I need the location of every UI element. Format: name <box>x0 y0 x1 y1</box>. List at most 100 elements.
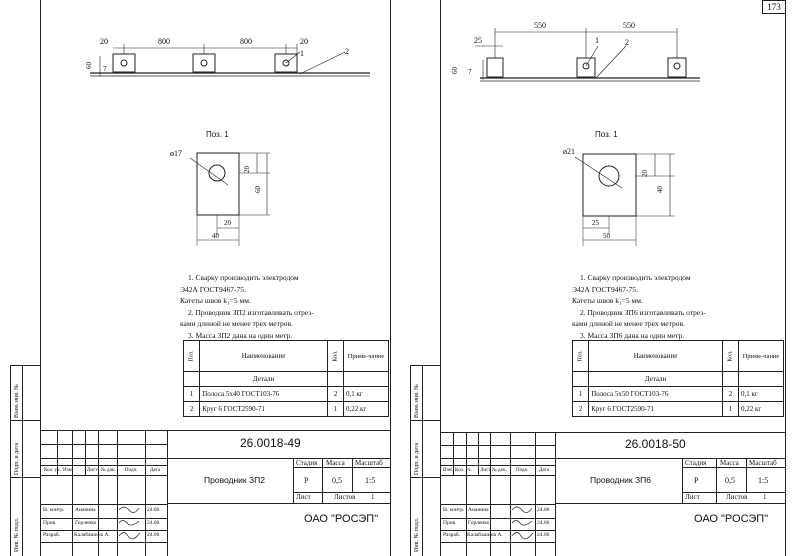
plate-dim-horizontal-small: 20 <box>224 219 231 227</box>
spec-cell-qty: 2 <box>326 386 345 402</box>
signer-name: Калабашина А. <box>74 532 110 538</box>
note-line: Э42А ГОСТ9467-75. <box>572 284 638 294</box>
rev-col-sign: Подп. <box>125 468 138 473</box>
drawing-title: Проводник ЗП6 <box>590 475 651 485</box>
organization-name: ОАО "РОСЭП" <box>694 513 769 525</box>
scale-label: Масштаб <box>749 459 777 467</box>
note-line: 2. Проводник ЗП6 изготавливать отрез- <box>580 307 706 317</box>
specification-table: Поз. Наименование Кол. Приме-чание Детал… <box>182 340 389 417</box>
mass-label: Масса <box>720 459 739 467</box>
rev-col-sheet: Лист <box>480 468 491 473</box>
signer-name: Горленко <box>468 520 490 526</box>
dim-top-2: 550 <box>534 21 546 30</box>
note-line: 1. Сварку производить электродом <box>580 273 691 282</box>
signature-marks <box>118 506 141 540</box>
scale-label: Масштаб <box>355 459 383 467</box>
rev-col-date: Дата <box>150 468 160 473</box>
stage-value: Р <box>304 476 309 485</box>
note-line: ками длиной не менее трех метров. <box>572 319 685 328</box>
signer-role: Разраб. <box>43 532 61 538</box>
document-code: 26.0018-49 <box>240 436 301 450</box>
rev-col-izm: Изм. <box>63 468 73 473</box>
signer-date: 24.06 <box>537 532 550 538</box>
signer-date: 24.06 <box>537 507 550 513</box>
callout-2: 2 <box>345 47 349 56</box>
plate-detail-drawing <box>574 153 675 246</box>
signer-role: Н. контр. <box>43 507 65 513</box>
spec-cell-pos: 2 <box>182 401 201 417</box>
spec-cell-qty: 1 <box>326 401 345 417</box>
plate-detail-drawing <box>189 152 270 246</box>
stage-label: Стадия <box>685 459 707 467</box>
dim-top-2: 800 <box>158 37 170 46</box>
spec-cell-qty: 1 <box>721 401 740 417</box>
mass-label: Масса <box>326 459 345 467</box>
note-line: 2. Проводник ЗП2 изготавливать отрез- <box>188 307 314 317</box>
plate-dim-horizontal-small: 25 <box>592 219 599 227</box>
dim-top-3: 550 <box>623 21 635 30</box>
mass-value: 0,5 <box>332 476 342 485</box>
scale-value: 1:5 <box>758 476 769 485</box>
rev-col-sign: Подп. <box>516 468 529 473</box>
spec-cell-note: 0,22 кг <box>738 401 784 417</box>
note-line: Э42А ГОСТ9467-75. <box>180 284 246 294</box>
hole-diameter: ø21 <box>563 147 575 156</box>
scale-value: 1:5 <box>365 476 376 485</box>
drawing-sheet-2: Взам. инв. № Подп. и дата Инв. № подл. 2… <box>400 0 800 556</box>
rev-col-doc: № док. <box>492 468 507 473</box>
spec-cell-pos: 2 <box>571 401 590 417</box>
sheets-label: Листов <box>726 493 748 501</box>
signer-date: 24.06 <box>147 532 160 538</box>
callout-2: 2 <box>625 38 629 47</box>
signer-name: Ананина <box>468 507 489 513</box>
signer-date: 24.06 <box>147 507 160 513</box>
signature-marks <box>511 506 534 540</box>
signer-role: Пров. <box>443 520 457 526</box>
dim-top-3: 800 <box>240 37 252 46</box>
dim-left-7: 7 <box>103 65 107 73</box>
conductor-elevation-drawing <box>475 28 700 82</box>
pos-title: Поз. 1 <box>206 130 229 139</box>
sheet-label: Лист <box>296 493 311 501</box>
sheets-count: 1 <box>763 493 767 501</box>
signer-role: Н. контр. <box>443 507 465 513</box>
signer-name: Калабашина А. <box>467 532 503 538</box>
sheet-label: Лист <box>685 493 700 501</box>
rev-col-date: Дата <box>539 468 549 473</box>
mass-value: 0,5 <box>725 476 735 485</box>
specification-table: Поз. Наименование Кол. Приме-чание Детал… <box>571 340 784 417</box>
stage-label: Стадия <box>296 459 318 467</box>
signer-date: 24.06 <box>147 520 160 526</box>
technical-notes: 1. Сварку производить электродом Э42А ГО… <box>572 272 706 341</box>
sheets-label: Листов <box>334 493 356 501</box>
pos-title: Поз. 1 <box>595 130 618 139</box>
note-line: Катеты швов k₁=5 мм. <box>572 296 643 305</box>
technical-notes: 1. Сварку производить электродом Э42А ГО… <box>180 272 314 341</box>
conductor-elevation-drawing <box>90 44 370 77</box>
drawing-title: Проводник ЗП2 <box>204 475 265 485</box>
note-line: Катеты швов k₁=5 мм. <box>180 296 251 305</box>
document-code: 26.0018-50 <box>625 437 686 451</box>
table-row: 2 Круг 6 ГОСТ2590-71 1 0,22 кг <box>571 401 784 417</box>
spec-cell-pos: 1 <box>182 386 201 402</box>
rev-col-qty: Кол. уч. <box>44 468 61 473</box>
callout-1: 1 <box>595 36 599 45</box>
spec-cell-note: 0,22 кг <box>343 401 389 417</box>
drawing-sheet-1: Взам. инв. № Подп. и дата Инв. № подл. 2… <box>10 0 391 556</box>
dim-top-1: 25 <box>474 36 482 45</box>
note-line: 1. Сварку производить электродом <box>188 273 299 282</box>
stage-value: Р <box>694 476 699 485</box>
note-line: ками длиной не менее трех метров. <box>180 319 293 328</box>
signer-role: Разраб. <box>443 532 461 538</box>
signer-name: Ананина <box>75 507 96 513</box>
table-row: 1 Полоса 5х40 ГОСТ103-76 2 0,1 кг <box>182 386 389 402</box>
note-line: 3. Масса ЗП2 дана на один метр. <box>188 330 293 340</box>
signer-date: 24.06 <box>537 520 550 526</box>
plate-dim-horizontal-total: 50 <box>603 232 610 240</box>
dim-top-1: 20 <box>100 37 108 46</box>
sheets-count: 1 <box>371 493 375 501</box>
rev-col-qty: Кол. уч. <box>455 468 472 473</box>
plate-dim-horizontal-total: 40 <box>212 232 219 240</box>
note-line: 3. Масса ЗП6 дана на один метр. <box>580 330 685 340</box>
rev-col-doc: № док. <box>101 468 116 473</box>
